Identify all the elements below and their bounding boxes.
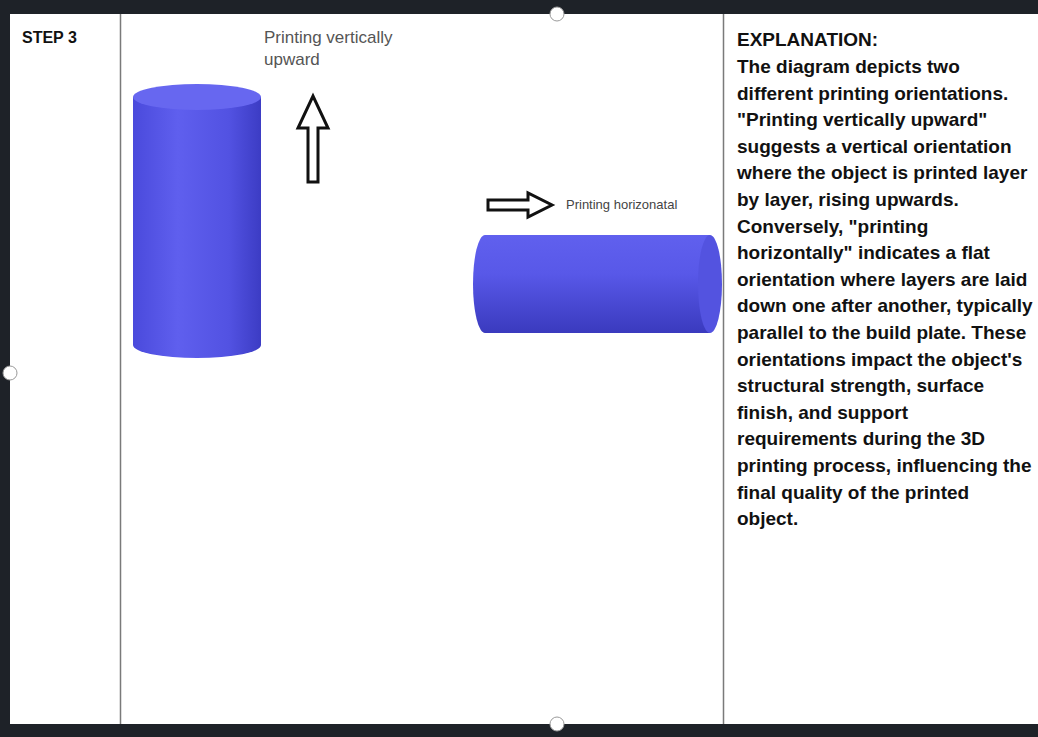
orientation-label: Printing horizonatal: [566, 197, 722, 213]
selection-handle: [550, 717, 564, 731]
selection-handle: [550, 7, 564, 21]
column-rule: [723, 14, 725, 724]
right-arrow: [488, 193, 552, 217]
explanation-heading: EXPLANATION:: [737, 27, 1033, 54]
selection-handle: [3, 366, 17, 380]
step-heading: STEP 3: [22, 28, 116, 47]
orientation-label: Printing vertically upward: [264, 27, 429, 71]
up-arrow: [298, 96, 328, 182]
page-panel: [10, 14, 1038, 724]
vertical-cylinder: [133, 84, 261, 358]
horizontal-cylinder: [473, 235, 722, 333]
column-rule: [120, 14, 122, 724]
explanation-text: The diagram depicts two different printi…: [737, 54, 1033, 533]
